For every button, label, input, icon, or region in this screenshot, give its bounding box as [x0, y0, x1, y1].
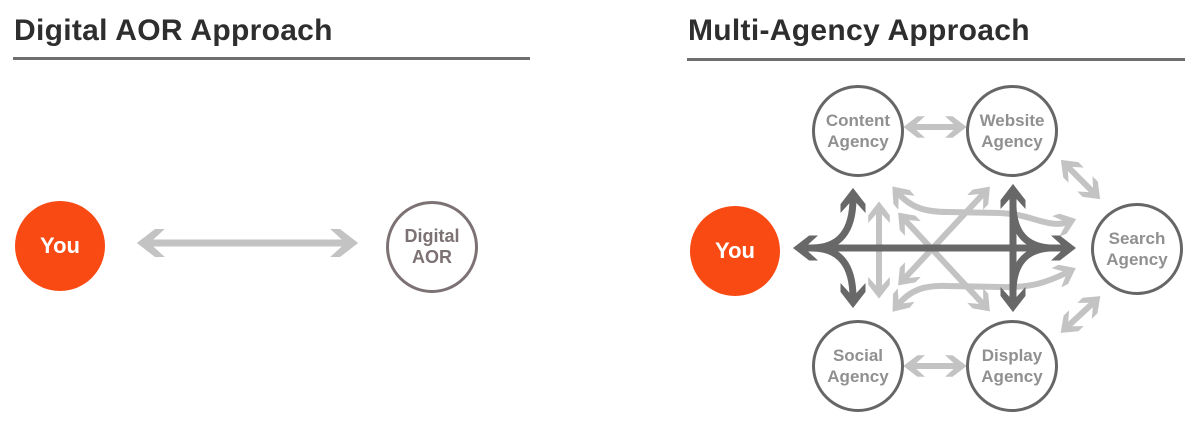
junction-curve-website — [1009, 205, 1051, 252]
website-agency-circle: Website Agency — [966, 85, 1058, 177]
content-agency-label-line2: Agency — [827, 132, 889, 151]
right-title-underline — [687, 58, 1185, 61]
content-agency-circle: Content Agency — [812, 85, 904, 177]
search-agency-label-line2: Agency — [1106, 250, 1168, 269]
arrow-website-search — [1060, 159, 1101, 200]
content-agency-label-line1: Content — [825, 111, 891, 130]
digital-aor-label-line1: Digital — [404, 226, 460, 246]
arrow-you-content — [811, 187, 866, 252]
right-panel-title: Multi-Agency Approach — [688, 14, 1030, 47]
arrow-display-search — [1060, 296, 1101, 333]
left-you-circle: You — [15, 201, 105, 291]
left-you-label: You — [40, 233, 80, 258]
social-agency-circle: Social Agency — [812, 320, 904, 412]
arrow-you-social — [811, 244, 866, 309]
display-agency-label-line2: Agency — [981, 367, 1043, 386]
left-panel-title: Digital AOR Approach — [14, 14, 333, 47]
digital-aor-circle: Digital AOR — [386, 201, 478, 293]
social-agency-label-line2: Agency — [827, 367, 889, 386]
right-you-label: You — [715, 238, 755, 263]
display-agency-circle: Display Agency — [966, 320, 1058, 412]
display-agency-label-line1: Display — [981, 346, 1043, 365]
left-title-underline — [13, 57, 530, 60]
social-agency-label-line1: Social — [832, 346, 884, 365]
arrow-content-search — [892, 186, 1077, 237]
search-agency-label-line1: Search — [1108, 229, 1166, 248]
search-agency-circle: Search Agency — [1091, 203, 1183, 295]
digital-aor-label-line2: AOR — [412, 247, 452, 267]
arrow-social-search — [892, 264, 1076, 312]
website-agency-label-line2: Agency — [981, 132, 1043, 151]
website-agency-label-line1: Website — [979, 111, 1045, 130]
right-you-circle: You — [690, 206, 780, 296]
